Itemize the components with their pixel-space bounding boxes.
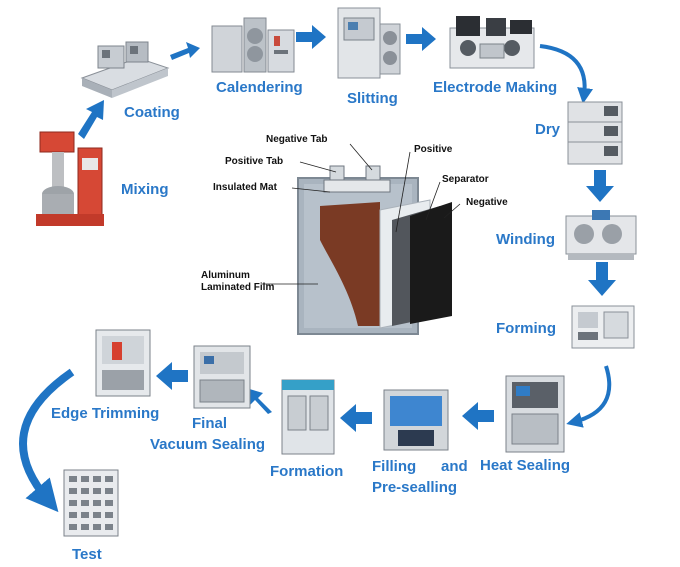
arrow-forming-heat [566,365,612,428]
label-heat-sealing: Heat Sealing [480,457,571,474]
arrow-edge-test [19,368,75,513]
label-winding: Winding [496,231,556,248]
mixing-machine-image [36,131,104,226]
electrode-making-machine-image [449,16,535,69]
label-final-line2: Vacuum Sealing [150,436,266,453]
arrow-formation-final [246,388,272,414]
label-electrode-making: Electrode Making [433,79,558,96]
edge-trimming-machine-image [95,329,151,397]
label-calendering: Calendering [216,79,303,96]
label-formation: Formation [270,463,344,480]
label-positive: Positive [414,144,453,155]
label-mixing: Mixing [121,181,169,198]
label-filling-and: and [441,458,468,475]
label-dry: Dry [535,121,561,138]
label-final-line1: Final [192,415,228,432]
label-filling-line2: Pre-sealling [372,479,458,496]
heat-sealing-machine-image [505,375,565,453]
winding-machine-image [565,210,637,260]
filling-machine-image [383,389,449,451]
label-coating: Coating [124,104,180,121]
arrow-calendering-slitting [296,25,326,49]
label-negative-tab: Negative Tab [266,134,328,145]
arrow-slitting-electrode [406,27,436,51]
dry-machine-image [567,101,623,165]
label-positive-tab: Positive Tab [225,156,284,167]
label-aluminum-line1: Aluminum [201,270,250,281]
forming-machine-image [571,305,635,349]
pouch-cell-diagram [297,165,452,335]
formation-machine-image [281,379,335,455]
label-test: Test [72,546,102,563]
label-negative: Negative [466,197,508,208]
calendering-machine-image [211,17,295,73]
label-insulated-mat: Insulated Mat [213,182,277,193]
coating-machine-image [80,41,170,98]
arrow-mixing-coating [78,100,104,139]
arrow-electrode-dry [539,44,594,104]
label-slitting: Slitting [347,90,398,107]
test-cabinet-image [63,469,119,537]
arrow-filling-formation [340,404,372,432]
label-aluminum-line2: Laminated Film [201,282,275,293]
arrow-winding-forming [588,262,616,296]
arrow-final-edge [156,362,188,390]
arrow-coating-calendering [170,42,200,60]
arrow-heat-filling [462,402,494,430]
final-vacuum-sealing-machine-image [193,345,251,409]
label-separator: Separator [442,174,489,185]
slitting-machine-image [337,7,401,79]
label-filling-line1: Filling [372,458,417,475]
label-edge-trimming: Edge Trimming [51,405,160,422]
arrow-dry-winding [586,170,614,202]
label-forming: Forming [496,320,556,337]
